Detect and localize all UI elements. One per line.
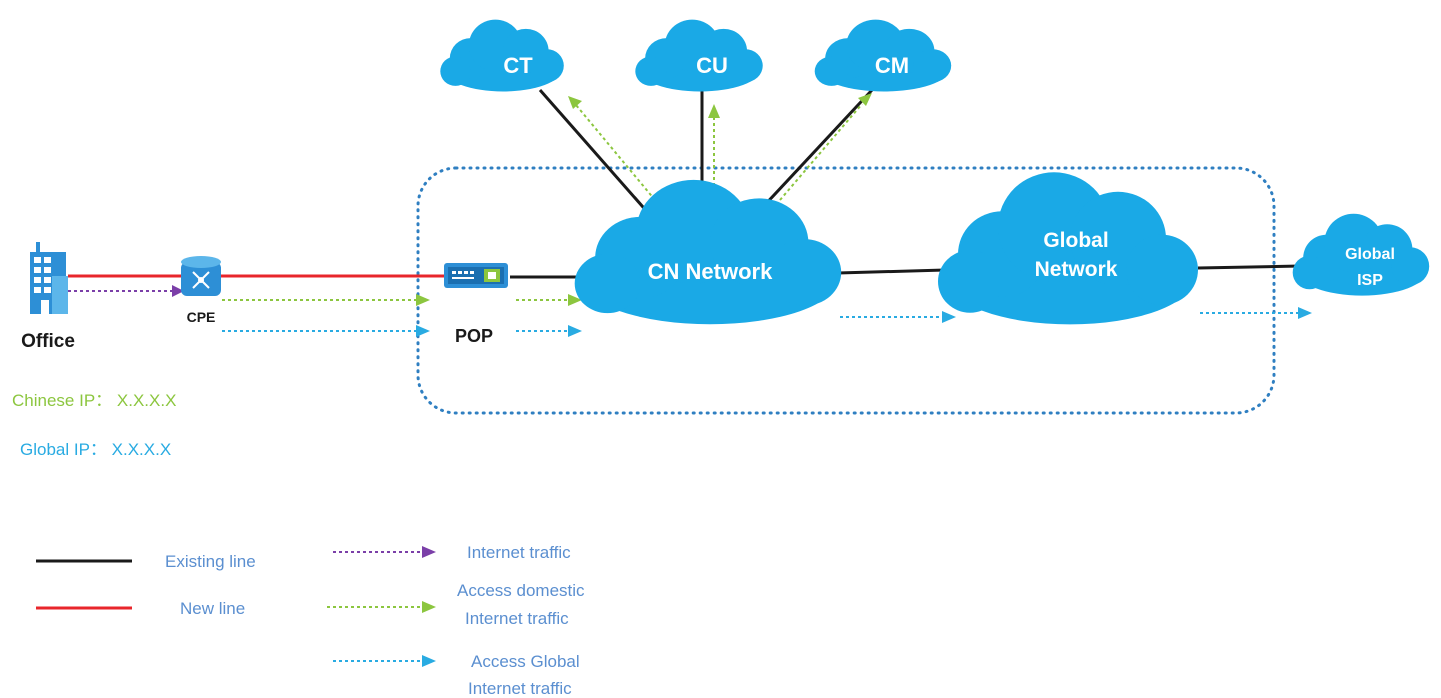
legend: Existing line New line Internet traffic … xyxy=(36,543,585,698)
switch-icon xyxy=(444,263,508,288)
cloud-global-network-label-1: Global xyxy=(1043,229,1108,252)
domestic-arrowhead-cn-cm xyxy=(858,93,872,106)
domestic-arrow-cn-ct xyxy=(575,104,656,201)
link-cn-cm xyxy=(760,88,874,210)
legend-existing-line-label: Existing line xyxy=(165,552,256,571)
cloud-cu: CU xyxy=(635,19,763,92)
cloud-global-isp-label-1: Global xyxy=(1345,246,1395,263)
domestic-arrowhead-cn-ct xyxy=(568,96,582,109)
legend-domestic-label-1: Access domestic xyxy=(457,581,585,600)
domestic-arrowhead-cn-cu xyxy=(708,104,720,118)
legend-global-label-2: Internet traffic xyxy=(468,679,572,698)
legend-global-label-1: Access Global xyxy=(471,652,580,671)
link-cn-global xyxy=(837,268,946,275)
router-icon xyxy=(181,256,221,296)
cloud-ct-label: CT xyxy=(503,53,533,78)
link-cn-ct xyxy=(538,89,652,216)
traffic-arrows xyxy=(68,93,1312,337)
office-label: Office xyxy=(21,331,75,352)
cloud-global-isp-label-2: ISP xyxy=(1357,272,1383,289)
global-arrowhead-cpe-pop xyxy=(416,325,430,337)
legend-new-line-label: New line xyxy=(180,599,245,618)
cloud-cu-label: CU xyxy=(696,53,728,78)
cloud-cn-network-label: CN Network xyxy=(648,259,773,284)
cpe-label: CPE xyxy=(187,309,216,325)
cloud-cn-network: CN Network xyxy=(574,179,842,325)
domestic-arrowhead-pop-cn xyxy=(568,294,582,306)
cloud-global-isp: Global ISP xyxy=(1292,213,1430,296)
link-global-isp xyxy=(1197,264,1301,270)
global-arrowhead-cn-global xyxy=(942,311,956,323)
global-arrowhead-pop-cn xyxy=(568,325,582,337)
internet-traffic-arrowhead xyxy=(172,285,184,297)
cloud-cm: CM xyxy=(814,19,952,92)
global-arrowhead-global-isp xyxy=(1298,307,1312,319)
pop-boundary xyxy=(416,166,1276,415)
legend-domestic-label-2: Internet traffic xyxy=(465,609,569,628)
cloud-global-network: Global Network xyxy=(938,172,1198,325)
legend-domestic-arrowhead xyxy=(422,601,436,613)
pop-label: POP xyxy=(455,326,493,346)
domestic-arrowhead-cpe-pop xyxy=(416,294,430,306)
cloud-ct: CT xyxy=(440,19,564,92)
legend-internet-traffic-label: Internet traffic xyxy=(467,543,571,562)
legend-internet-traffic-arrowhead xyxy=(422,546,436,558)
chinese-ip-label: Chinese IP： X.X.X.X xyxy=(12,391,176,410)
legend-global-arrowhead xyxy=(422,655,436,667)
global-ip-label: Global IP： X.X.X.X xyxy=(20,440,171,459)
cloud-cm-label: CM xyxy=(875,53,909,78)
domestic-arrow-cn-cm xyxy=(779,103,863,201)
office-building-icon xyxy=(30,242,68,314)
cloud-global-network-label-2: Network xyxy=(1035,258,1118,281)
